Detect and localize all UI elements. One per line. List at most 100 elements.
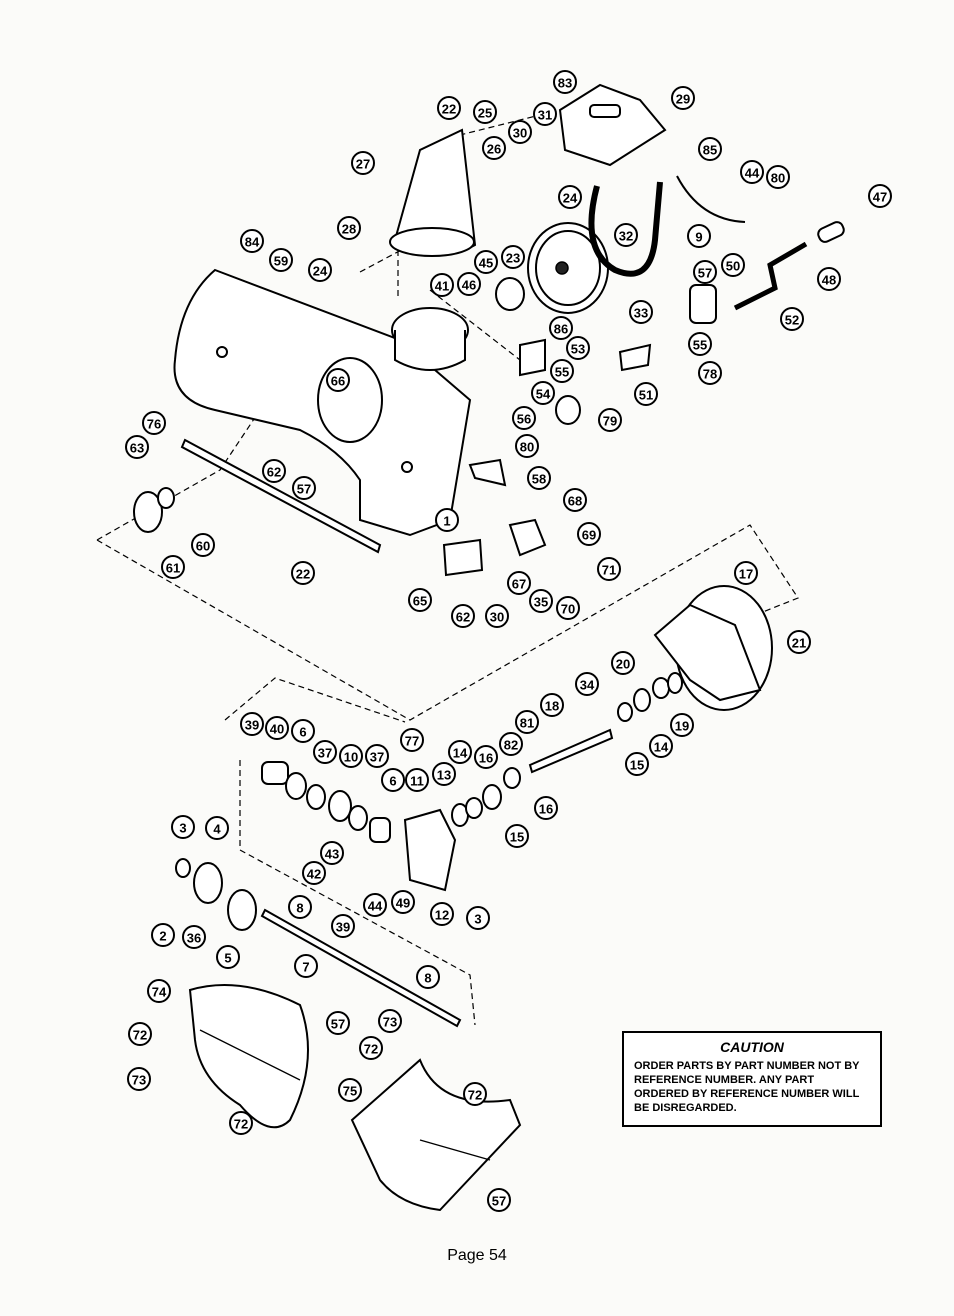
callout-72: 72 xyxy=(229,1111,253,1135)
callout-label: 72 xyxy=(364,1042,378,1057)
callout-74: 74 xyxy=(147,979,171,1003)
impeller xyxy=(653,585,773,711)
callout-14: 14 xyxy=(448,740,472,764)
gearbox-parts xyxy=(261,672,683,892)
callout-label: 45 xyxy=(479,256,493,271)
callout-label: 8 xyxy=(424,971,431,986)
callout-label: 12 xyxy=(435,908,449,923)
callout-80: 80 xyxy=(515,434,539,458)
callout-label: 9 xyxy=(695,230,702,245)
callout-42: 42 xyxy=(302,861,326,885)
callout-37: 37 xyxy=(365,744,389,768)
callout-5: 5 xyxy=(216,945,240,969)
callout-label: 80 xyxy=(771,171,785,186)
callout-13: 13 xyxy=(432,762,456,786)
callout-label: 24 xyxy=(313,264,328,279)
callout-57: 57 xyxy=(693,260,717,284)
callout-4: 4 xyxy=(205,816,229,840)
callout-46: 46 xyxy=(457,272,481,296)
callout-label: 72 xyxy=(468,1088,482,1103)
callout-label: 24 xyxy=(563,191,578,206)
callout-label: 69 xyxy=(582,528,596,543)
callout-67: 67 xyxy=(507,571,531,595)
callout-55: 55 xyxy=(550,359,574,383)
callout-6: 6 xyxy=(291,719,315,743)
callout-72: 72 xyxy=(359,1036,383,1060)
callout-label: 79 xyxy=(603,414,617,429)
callout-label: 57 xyxy=(698,266,712,281)
callout-label: 39 xyxy=(245,718,259,733)
callout-3: 3 xyxy=(171,815,195,839)
callout-55: 55 xyxy=(688,332,712,356)
callout-label: 70 xyxy=(561,602,575,617)
callout-44: 44 xyxy=(363,893,387,917)
callout-16: 16 xyxy=(474,745,498,769)
callout-2: 2 xyxy=(151,923,175,947)
auger-right xyxy=(350,1058,522,1212)
callout-label: 14 xyxy=(654,740,669,755)
callout-14: 14 xyxy=(649,734,673,758)
callout-label: 53 xyxy=(571,342,585,357)
callout-label: 65 xyxy=(413,594,427,609)
callout-label: 10 xyxy=(344,750,358,765)
callout-15: 15 xyxy=(505,824,529,848)
callout-29: 29 xyxy=(671,86,695,110)
callout-57: 57 xyxy=(487,1188,511,1212)
callout-label: 85 xyxy=(703,143,717,158)
callout-label: 48 xyxy=(822,273,836,288)
callout-57: 57 xyxy=(326,1011,350,1035)
callout-label: 67 xyxy=(512,577,526,592)
callout-73: 73 xyxy=(378,1009,402,1033)
callout-30: 30 xyxy=(508,120,532,144)
callout-label: 37 xyxy=(318,746,332,761)
callout-label: 72 xyxy=(234,1117,248,1132)
callout-57: 57 xyxy=(292,476,316,500)
callout-label: 46 xyxy=(462,278,476,293)
callout-label: 22 xyxy=(296,567,310,582)
callout-86: 86 xyxy=(549,316,573,340)
callout-53: 53 xyxy=(566,336,590,360)
page-number: Page 54 xyxy=(447,1247,507,1264)
callout-label: 60 xyxy=(196,539,210,554)
callout-22: 22 xyxy=(291,561,315,585)
callout-label: 58 xyxy=(532,472,546,487)
callout-36: 36 xyxy=(182,925,206,949)
callout-label: 3 xyxy=(474,912,481,927)
callout-label: 55 xyxy=(693,338,707,353)
callout-label: 75 xyxy=(343,1084,357,1099)
callout-12: 12 xyxy=(430,902,454,926)
callout-label: 57 xyxy=(492,1194,506,1209)
callout-label: 57 xyxy=(297,482,311,497)
callout-label: 19 xyxy=(675,719,689,734)
callout-63: 63 xyxy=(125,435,149,459)
discharge-chute xyxy=(389,128,477,257)
callout-label: 2 xyxy=(159,929,166,944)
callout-41: 41 xyxy=(430,273,454,297)
callout-label: 80 xyxy=(520,440,534,455)
callout-label: 21 xyxy=(792,636,806,651)
callout-48: 48 xyxy=(817,267,841,291)
callout-label: 76 xyxy=(147,417,161,432)
auger-left xyxy=(188,984,309,1129)
callout-label: 55 xyxy=(555,365,569,380)
callout-label: 52 xyxy=(785,313,799,328)
callout-73: 73 xyxy=(127,1067,151,1091)
callout-label: 61 xyxy=(166,561,180,576)
callout-79: 79 xyxy=(598,408,622,432)
callout-68: 68 xyxy=(563,488,587,512)
callout-26: 26 xyxy=(482,136,506,160)
callout-75: 75 xyxy=(338,1078,362,1102)
callout-label: 81 xyxy=(520,716,534,731)
callout-71: 71 xyxy=(597,557,621,581)
callout-21: 21 xyxy=(787,630,811,654)
callout-label: 47 xyxy=(873,190,887,205)
callout-18: 18 xyxy=(540,693,564,717)
callout-label: 23 xyxy=(506,251,520,266)
callout-51: 51 xyxy=(634,382,658,406)
callout-82: 82 xyxy=(499,732,523,756)
callout-49: 49 xyxy=(391,890,415,914)
callout-25: 25 xyxy=(473,100,497,124)
callout-label: 31 xyxy=(538,108,552,123)
callout-label: 6 xyxy=(389,774,396,789)
